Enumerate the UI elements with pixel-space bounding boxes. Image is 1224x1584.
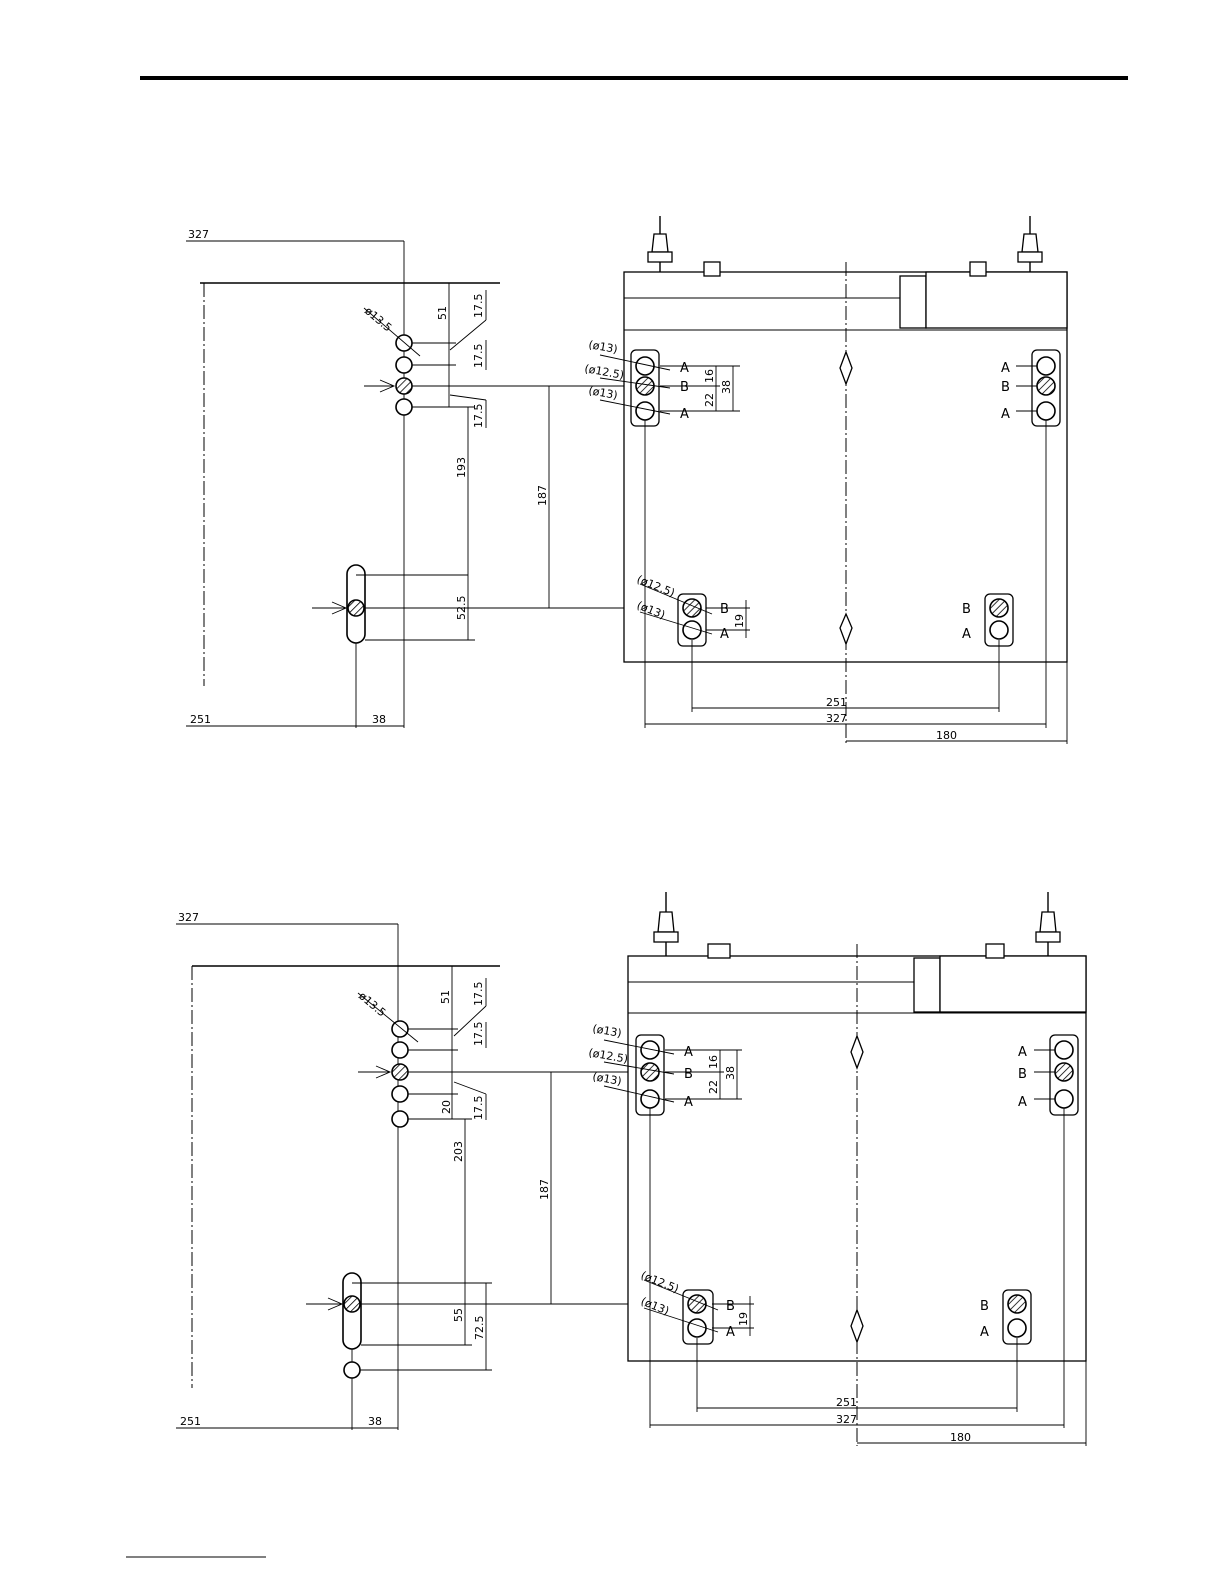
slot-hole-hatched (344, 1296, 360, 1312)
eyebolt (654, 892, 678, 956)
dim-pitch-3: 17.5 (472, 404, 485, 429)
hole-letter: B (980, 1299, 989, 1314)
diagram-1-left-view: 327 251 38 ø13.5 51 17.5 (186, 228, 692, 728)
hole-label: (ø13) (587, 338, 618, 356)
hole-letter: B (684, 1067, 693, 1082)
eyebolt (1018, 216, 1042, 272)
diagram-2-right-view: (ø13) (ø12.5) (ø13) A B A 22 16 38 A B A (587, 892, 1086, 1446)
small-dim: 16 (703, 369, 716, 383)
hole-letter: B (962, 602, 971, 617)
hole-b (636, 377, 654, 395)
hole (392, 1111, 408, 1127)
hole (396, 357, 412, 373)
hole (344, 1362, 360, 1378)
hole-a (1037, 402, 1055, 420)
dim-offset: 38 (368, 1415, 382, 1428)
hole-b (1037, 377, 1055, 395)
hole-letter: A (1018, 1095, 1027, 1110)
dim-top-width: 327 (178, 911, 199, 924)
hole (392, 1021, 408, 1037)
hole-b (1055, 1063, 1073, 1081)
dim-pitch-3: 17.5 (472, 1096, 485, 1121)
eyebolt (648, 216, 672, 272)
dim-span: 203 (452, 1141, 465, 1162)
hole-label: (ø13) (587, 384, 618, 402)
hole-a (1037, 357, 1055, 375)
hole-letter: A (726, 1325, 735, 1340)
hole-letter: A (680, 361, 689, 376)
hole-a (1008, 1319, 1026, 1337)
dim-offset: 38 (372, 713, 386, 726)
hole-letter: A (962, 627, 971, 642)
slot-hole-hatched (348, 600, 364, 616)
hole-letter: A (680, 407, 689, 422)
dim-pitch-1: 17.5 (472, 982, 485, 1007)
eyebolt (1036, 892, 1060, 956)
small-dim: 19 (737, 1312, 750, 1326)
hole-letter: A (720, 627, 729, 642)
dim-pitch-1: 17.5 (472, 294, 485, 319)
diagram-2: 327 251 38 ø13.5 51 (176, 892, 1086, 1446)
hole-a (1055, 1041, 1073, 1059)
hole (396, 399, 412, 415)
hole-letter: A (1018, 1045, 1027, 1060)
width-dim: 180 (936, 729, 957, 742)
hole-letter: A (1001, 407, 1010, 422)
hole-letter: B (726, 1299, 735, 1314)
dim-pitch-2: 17.5 (472, 344, 485, 369)
dim-top-gap: 51 (439, 990, 452, 1004)
width-dim: 251 (836, 1396, 857, 1409)
dim-pitch-2: 17.5 (472, 1022, 485, 1047)
dim-pitch-4: 20 (440, 1100, 453, 1114)
hole-b (990, 599, 1008, 617)
hole-a (641, 1041, 659, 1059)
dim-slot-2: 72.5 (473, 1316, 486, 1341)
small-dim: 22 (703, 393, 716, 407)
hole-letter: B (720, 602, 729, 617)
hole-letter: A (1001, 361, 1010, 376)
diagram-2-left-view: 327 251 38 ø13.5 51 (176, 911, 697, 1430)
dim-hole-dia: ø13.5 (362, 304, 394, 334)
width-dim: 327 (836, 1413, 857, 1426)
hole-a (1055, 1090, 1073, 1108)
hole-letter: A (684, 1095, 693, 1110)
hole-a (636, 402, 654, 420)
hole-label: (ø13) (591, 1022, 622, 1040)
hole (392, 1086, 408, 1102)
dim-hole-dia: ø13.5 (356, 989, 388, 1019)
diagram-1: 327 251 38 ø13.5 51 17.5 (186, 216, 1067, 744)
width-dim: 251 (826, 696, 847, 709)
mid-dim: 187 (536, 485, 549, 506)
small-dim: 19 (733, 614, 746, 628)
hole-b (1008, 1295, 1026, 1313)
hole-letter: A (684, 1045, 693, 1060)
hole (392, 1042, 408, 1058)
hole-letter: B (680, 380, 689, 395)
hole-a (688, 1319, 706, 1337)
width-dim: 327 (826, 712, 847, 725)
small-dim: 38 (724, 1066, 737, 1080)
small-dim: 22 (707, 1080, 720, 1094)
width-dim: 180 (950, 1431, 971, 1444)
small-dim: 38 (720, 380, 733, 394)
small-dim: 16 (707, 1055, 720, 1069)
hole-b (641, 1063, 659, 1081)
dim-bottom-width: 251 (190, 713, 211, 726)
diagram-1-right-view: (ø13) (ø12.5) (ø13) A B A 22 16 38 A B A (583, 216, 1067, 744)
hole-a (990, 621, 1008, 639)
hole-letter: B (1001, 380, 1010, 395)
hole-hatched (392, 1064, 408, 1080)
dim-top-width: 327 (188, 228, 209, 241)
hole-label: (ø13) (591, 1070, 622, 1088)
hole-a (641, 1090, 659, 1108)
hole-letter: B (1018, 1067, 1027, 1082)
dim-top-gap: 51 (436, 306, 449, 320)
hole-hatched (396, 378, 412, 394)
hole-letter: A (980, 1325, 989, 1340)
dim-span: 193 (455, 457, 468, 478)
dim-slot: 55 (452, 1308, 465, 1322)
mid-dim: 187 (538, 1179, 551, 1200)
dim-bottom-width: 251 (180, 1415, 201, 1428)
